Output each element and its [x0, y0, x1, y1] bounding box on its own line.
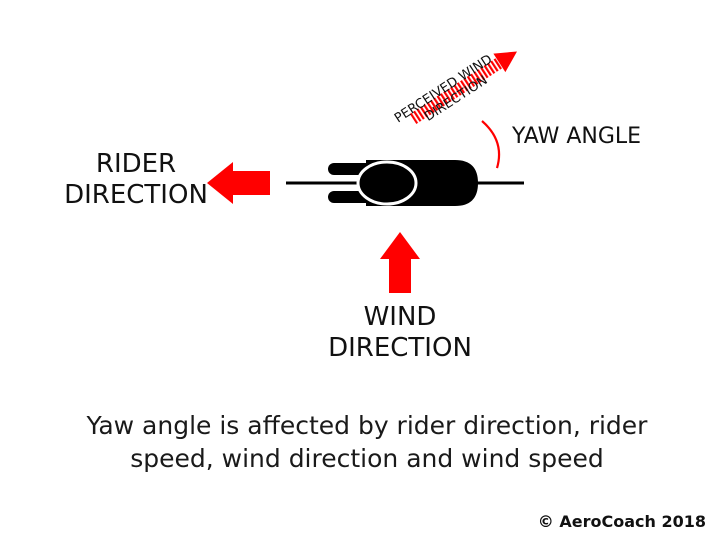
wind-direction-label-line1: WIND [363, 302, 437, 332]
perceived-wind-arrow [409, 51, 517, 125]
caption: Yaw angle is affected by rider direction… [0, 410, 720, 475]
caption-line2: speed, wind direction and wind speed [130, 443, 604, 473]
wind-direction-label-line2: DIRECTION [328, 333, 472, 364]
rider-direction-label: RIDER DIRECTION [60, 149, 212, 211]
rider-direction-label-line1: RIDER [95, 149, 177, 179]
yaw-angle-label: YAW ANGLE [512, 124, 642, 149]
wind-direction-label: WIND DIRECTION [320, 302, 480, 364]
rider-direction-arrow [207, 162, 270, 204]
rider-helmet-inner [363, 167, 411, 199]
wind-direction-arrow [380, 232, 420, 293]
rider-direction-label-line2: DIRECTION [64, 180, 208, 211]
yaw-angle-arc [481, 120, 501, 169]
caption-line1: Yaw angle is affected by rider direction… [86, 411, 648, 440]
rider-top-view [286, 160, 524, 206]
copyright: © AeroCoach 2018 [537, 512, 706, 531]
